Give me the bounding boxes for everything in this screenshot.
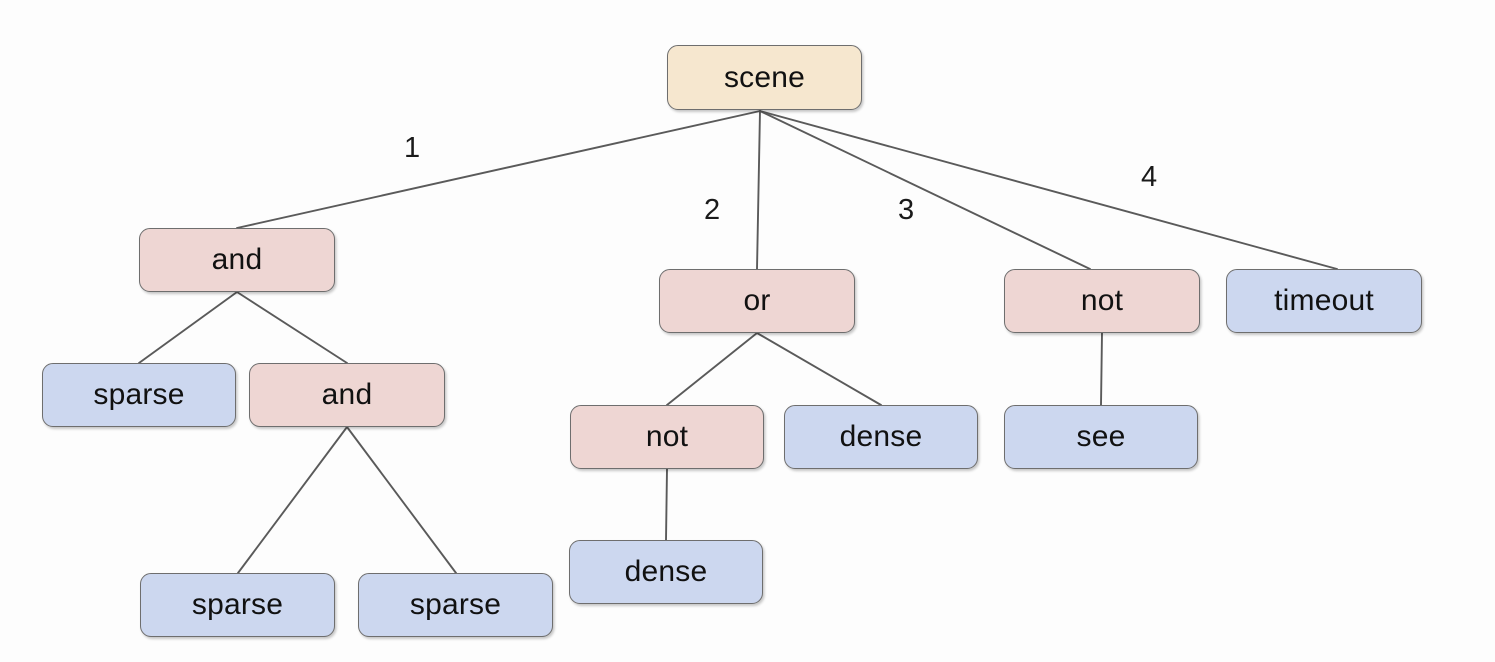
tree-node-label: and — [211, 243, 263, 276]
tree-node-label: sparse — [93, 378, 185, 411]
tree-node-label: timeout — [1274, 284, 1374, 317]
tree-node-timeout1[interactable]: timeout — [1226, 269, 1422, 333]
tree-node-sparse3[interactable]: sparse — [358, 573, 553, 637]
tree-node-dense2[interactable]: dense — [569, 540, 763, 604]
tree-node-not2[interactable]: not — [1004, 269, 1200, 333]
tree-edge-or1-to-dense1 — [756, 332, 882, 406]
tree-edge-not2-to-see1 — [1100, 332, 1103, 406]
tree-edge-not1-to-dense2 — [665, 468, 668, 541]
tree-node-label: not — [645, 420, 689, 453]
edge-label-3: 3 — [898, 194, 915, 226]
tree-node-and2[interactable]: and — [249, 363, 445, 427]
tree-edge-scene-to-not2 — [759, 110, 1091, 270]
tree-node-label: dense — [624, 555, 708, 588]
tree-edge-and2-to-sparse3 — [346, 426, 457, 574]
edge-label-1: 1 — [404, 132, 421, 164]
tree-node-sparse2[interactable]: sparse — [140, 573, 335, 637]
tree-edge-scene-to-timeout1 — [759, 110, 1338, 270]
tree-node-label: see — [1076, 420, 1126, 453]
tree-edge-or1-to-not1 — [666, 332, 758, 406]
tree-edge-and2-to-sparse2 — [237, 426, 348, 574]
tree-node-label: sparse — [409, 588, 502, 621]
tree-node-label: not — [1080, 284, 1124, 317]
tree-edge-scene-to-or1 — [756, 110, 761, 270]
edge-label-2: 2 — [704, 194, 721, 226]
tree-node-label: scene — [723, 60, 806, 94]
tree-node-see1[interactable]: see — [1004, 405, 1198, 469]
tree-node-and1[interactable]: and — [139, 228, 335, 292]
tree-edge-and1-to-sparse1 — [138, 291, 238, 364]
tree-edge-and1-to-and2 — [236, 291, 348, 364]
tree-node-not1[interactable]: not — [570, 405, 764, 469]
tree-node-label: sparse — [191, 588, 284, 621]
tree-node-label: and — [321, 378, 373, 411]
edge-label-4: 4 — [1141, 161, 1158, 193]
tree-node-dense1[interactable]: dense — [784, 405, 978, 469]
tree-node-or1[interactable]: or — [659, 269, 855, 333]
tree-node-scene[interactable]: scene — [667, 45, 862, 110]
tree-edge-scene-to-and1 — [236, 110, 761, 229]
tree-node-label: dense — [839, 420, 923, 453]
tree-node-label: or — [743, 284, 771, 317]
tree-node-sparse1[interactable]: sparse — [42, 363, 236, 427]
